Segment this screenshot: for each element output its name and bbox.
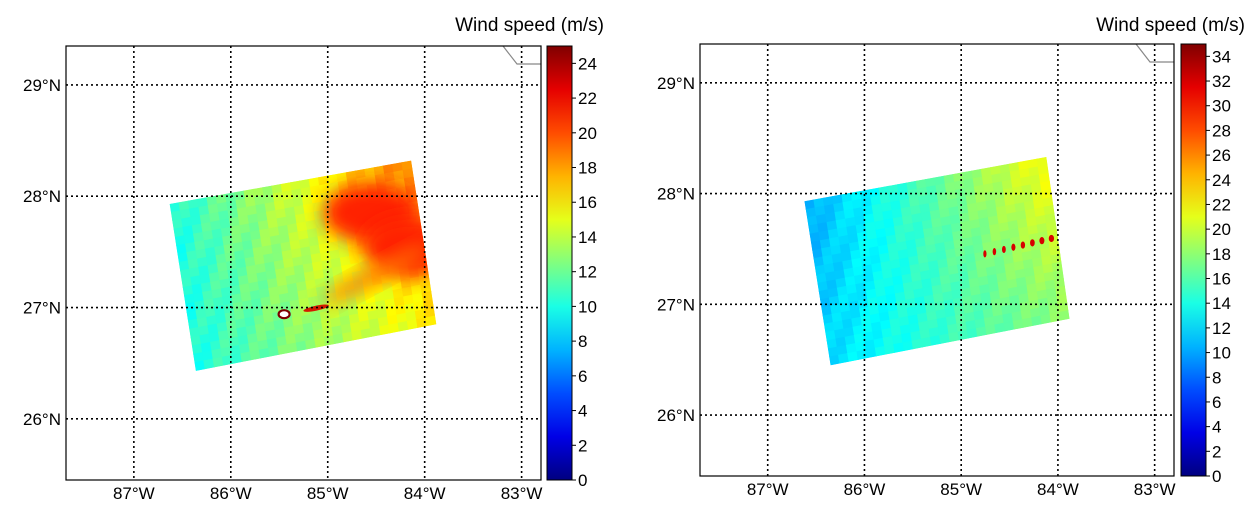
lon-tick-label-4: 83°W: [1134, 480, 1176, 499]
colorbar-tick-label-6: 12: [1212, 319, 1231, 338]
colorbar-tick-label-7: 14: [578, 228, 597, 247]
colorbar-tick-label-2: 4: [1212, 418, 1221, 437]
graticule: [66, 46, 541, 480]
colorbar-tick-label-7: 14: [1212, 294, 1231, 313]
lon-tick-label-0: 87°W: [113, 484, 155, 502]
colorbar-tick-label-9: 18: [578, 159, 597, 178]
swath-streak-dot-0: [983, 250, 987, 258]
coastline: [1135, 43, 1174, 63]
swath-streak-dot-5: [1030, 239, 1035, 247]
colorbar-tick-label-6: 12: [578, 263, 597, 282]
colorbar-tick-label-14: 28: [1212, 121, 1231, 140]
graticule: [700, 44, 1174, 476]
colorbar-tick-label-4: 8: [1212, 368, 1221, 387]
colorbar-tick-label-11: 22: [1212, 195, 1231, 214]
colorbar-tick-label-0: 0: [1212, 467, 1221, 486]
lat-tick-label-1: 27°N: [23, 299, 61, 318]
colorbar-tick-label-12: 24: [1212, 171, 1231, 190]
colorbar-tick-label-3: 6: [578, 367, 587, 386]
colorbar-tick-label-3: 6: [1212, 393, 1221, 412]
lon-tick-label-2: 85°W: [307, 484, 349, 502]
colorbar-tick-label-0: 0: [578, 471, 587, 490]
colorbar-tick-label-2: 4: [578, 402, 587, 421]
swath-streak-dot-1: [992, 248, 997, 256]
colorbar-label: Wind speed (m/s): [455, 15, 604, 36]
swath-band-2: [323, 244, 430, 304]
lon-tick-label-4: 83°W: [501, 484, 543, 502]
swath-streak-dot-7: [1048, 234, 1055, 243]
lat-tick-label-2: 28°N: [23, 187, 61, 206]
lon-tick-label-2: 85°W: [940, 480, 982, 499]
lat-tick-label-0: 26°N: [23, 410, 61, 429]
colorbar-tick-label-13: 26: [1212, 146, 1231, 165]
colorbar-tick-label-17: 34: [1212, 47, 1231, 66]
swath-streak-dot-2: [1001, 245, 1006, 254]
colorbar: [1180, 43, 1207, 477]
swath-streak-dot-8: [1058, 232, 1064, 240]
colorbar-tick-label-16: 32: [1212, 72, 1231, 91]
colorbar-tick-label-8: 16: [1212, 270, 1231, 289]
swath: [169, 160, 437, 371]
swath-ring-3: [277, 309, 291, 320]
colorbar-tick-label-5: 10: [1212, 344, 1231, 363]
swath-streak-dot-3: [1011, 243, 1016, 251]
colorbar-tick-label-12: 24: [578, 54, 597, 73]
lon-tick-label-3: 84°W: [1037, 480, 1079, 499]
swath-streak-dot-4: [1020, 241, 1026, 249]
colorbar-tick-label-9: 18: [1212, 245, 1231, 264]
lon-tick-label-0: 87°W: [747, 480, 789, 499]
colorbar: [546, 45, 573, 481]
lon-tick-label-1: 86°W: [210, 484, 252, 502]
lon-tick-label-1: 86°W: [844, 480, 886, 499]
coastline: [502, 45, 541, 65]
colorbar-label: Wind speed (m/s): [1096, 15, 1245, 36]
lat-tick-label-1: 27°N: [657, 295, 695, 314]
colorbar-tick-label-5: 10: [578, 297, 597, 316]
swath-streak-dot-6: [1039, 237, 1045, 245]
plot-frame: [699, 43, 1175, 477]
plot-frame: [65, 45, 542, 481]
lon-tick-label-3: 84°W: [404, 484, 446, 502]
colorbar-tick-label-10: 20: [578, 124, 597, 143]
colorbar-tick-label-10: 20: [1212, 220, 1231, 239]
colorbar-tick-label-11: 22: [578, 89, 597, 108]
swath: [804, 157, 1070, 366]
colorbar-tick-label-1: 2: [1212, 442, 1221, 461]
lat-tick-label-2: 28°N: [657, 185, 695, 204]
colorbar-tick-label-15: 30: [1212, 97, 1231, 116]
lat-tick-label-3: 29°N: [23, 76, 61, 95]
colorbar-tick-label-8: 16: [578, 193, 597, 212]
lat-tick-label-3: 29°N: [657, 74, 695, 93]
lat-tick-label-0: 26°N: [657, 406, 695, 425]
colorbar-tick-label-1: 2: [578, 436, 587, 455]
colorbar-tick-label-4: 8: [578, 332, 587, 351]
